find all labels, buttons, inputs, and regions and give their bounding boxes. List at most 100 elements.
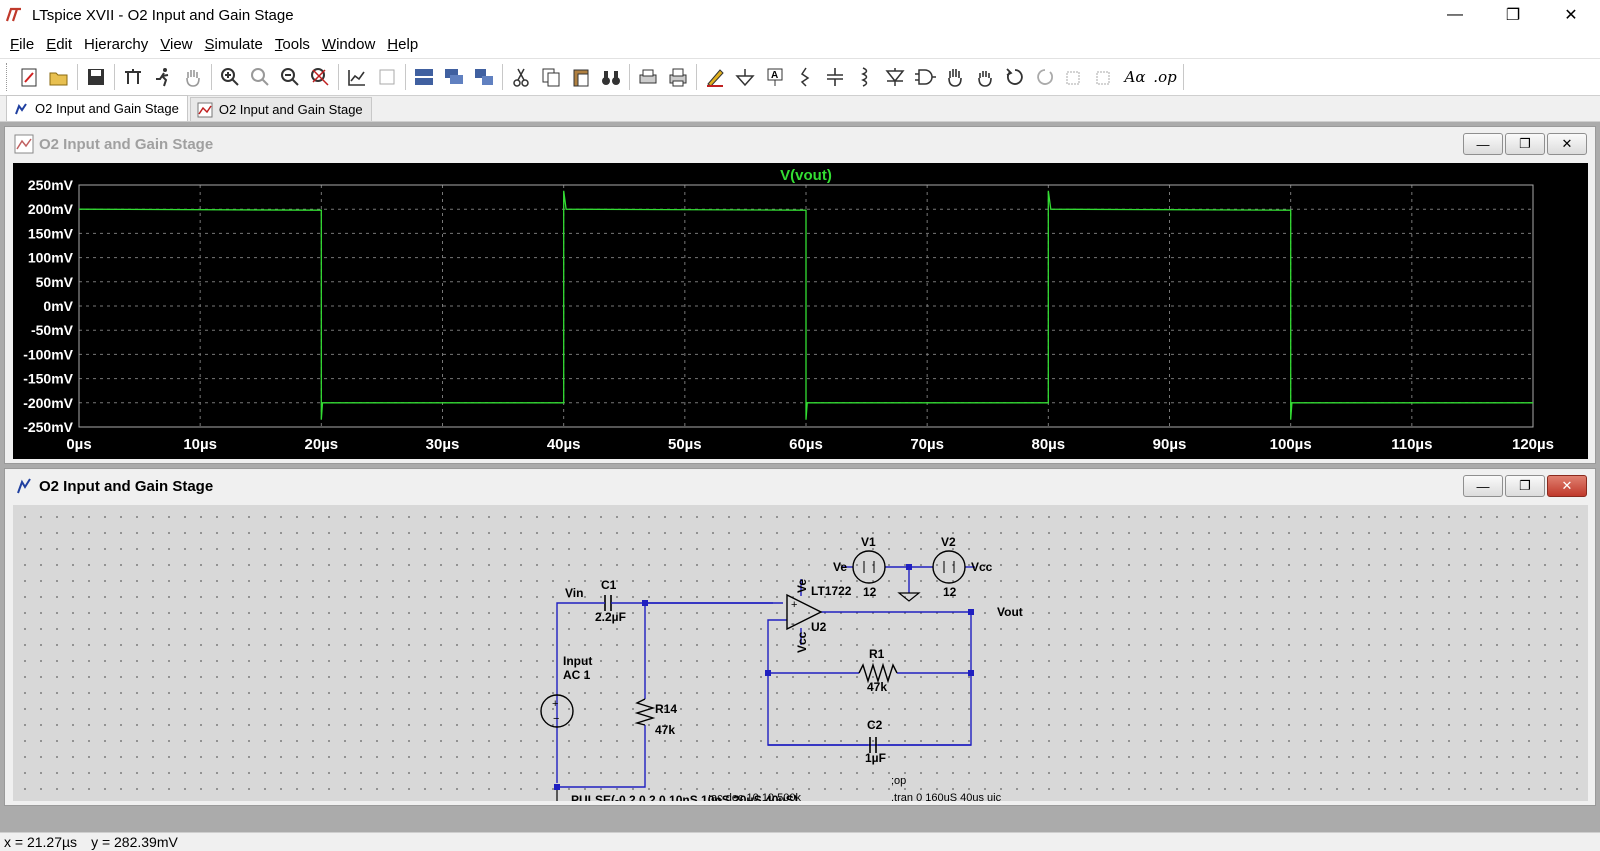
u2-part[interactable]: LT1722	[811, 584, 852, 598]
voltage-source-input[interactable]: + −	[540, 694, 574, 728]
capacitor-c1[interactable]	[603, 595, 615, 611]
move-hand-icon[interactable]	[941, 63, 969, 91]
minimize-button[interactable]: —	[1463, 133, 1503, 155]
x-tick-label[interactable]: 60µs	[789, 436, 823, 453]
y-tick-label[interactable]: 250mV	[28, 177, 74, 193]
rotate-icon[interactable]	[1061, 63, 1089, 91]
zoom-fit-icon[interactable]	[306, 63, 334, 91]
input-ac[interactable]: AC 1	[563, 668, 591, 682]
schematic-window-titlebar[interactable]: O2 Input and Gain Stage	[5, 469, 1595, 503]
opamp-u2[interactable]: + -	[786, 593, 823, 631]
y-tick-label[interactable]: -150mV	[23, 371, 73, 387]
menu-window[interactable]: Window	[321, 35, 376, 53]
ground-icon[interactable]	[731, 63, 759, 91]
u2-name[interactable]: U2	[811, 620, 827, 634]
y-tick-label[interactable]: 150mV	[28, 225, 74, 241]
save-icon[interactable]	[82, 63, 110, 91]
spice-directive-icon[interactable]: .op	[1153, 68, 1177, 86]
close-button[interactable]: ✕	[1547, 475, 1587, 497]
schematic-canvas[interactable]: + -	[13, 505, 1588, 812]
redo-icon[interactable]	[1031, 63, 1059, 91]
v2-name[interactable]: V2	[941, 535, 956, 549]
close-button[interactable]: ✕	[1564, 7, 1578, 24]
run-icon[interactable]	[149, 63, 177, 91]
x-tick-label[interactable]: 30µs	[426, 436, 460, 453]
c2-name[interactable]: C2	[867, 718, 883, 732]
x-tick-label[interactable]: 0µs	[66, 436, 91, 453]
resistor-icon[interactable]	[791, 63, 819, 91]
waveform-window-titlebar[interactable]: O2 Input and Gain Stage	[5, 127, 1595, 161]
print-icon[interactable]	[664, 63, 692, 91]
tile-horizontal-icon[interactable]	[410, 63, 438, 91]
c2-value[interactable]: 1µF	[865, 751, 886, 765]
x-tick-label[interactable]: 80µs	[1031, 436, 1065, 453]
schematic-drawing[interactable]: + -	[13, 505, 1588, 812]
diode-icon[interactable]	[881, 63, 909, 91]
v1-value[interactable]: 12	[863, 585, 877, 599]
y-tick-label[interactable]: 200mV	[28, 201, 74, 217]
x-tick-label[interactable]: 20µs	[304, 436, 338, 453]
y-tick-label[interactable]: 100mV	[28, 250, 74, 266]
control-panel-icon[interactable]	[119, 63, 147, 91]
net-label-vout[interactable]: Vout	[997, 605, 1023, 619]
trace-name[interactable]: V(vout)	[780, 167, 832, 184]
text-icon[interactable]: Aα	[1124, 68, 1146, 86]
v2-net[interactable]: Vcc	[971, 560, 993, 574]
toolbar-grip[interactable]	[6, 63, 10, 91]
restore-button[interactable]: ❐	[1505, 7, 1521, 24]
x-tick-label[interactable]: 120µs	[1512, 436, 1554, 453]
print-setup-icon[interactable]	[634, 63, 662, 91]
capacitor-icon[interactable]	[821, 63, 849, 91]
tab-waveform[interactable]: O2 Input and Gain Stage	[189, 97, 372, 121]
voltage-source-v1[interactable]	[852, 550, 886, 584]
y-tick-label[interactable]: -100mV	[23, 346, 73, 362]
tile-vertical-icon[interactable]	[470, 63, 498, 91]
y-tick-label[interactable]: 50mV	[36, 274, 74, 290]
tab-schematic[interactable]: O2 Input and Gain Stage	[6, 95, 188, 121]
x-tick-label[interactable]: 50µs	[668, 436, 702, 453]
r1-name[interactable]: R1	[869, 647, 885, 661]
waveform-plot[interactable]: 250mV 200mV 150mV 100mV 50mV 0mV -50mV -100mV -1…	[13, 163, 1588, 459]
net-label-vin[interactable]: Vin	[565, 586, 583, 600]
y-tick-label[interactable]: -50mV	[31, 322, 74, 338]
r1-value[interactable]: 47k	[867, 680, 887, 694]
label-net-icon[interactable]: A	[761, 63, 789, 91]
menu-tools[interactable]: Tools	[274, 35, 310, 53]
r14-value[interactable]: 47k	[655, 723, 675, 737]
find-binoculars-icon[interactable]	[597, 63, 625, 91]
directive-tran[interactable]: .tran 0 160uS 40us uic	[891, 792, 1002, 804]
close-button[interactable]: ✕	[1547, 133, 1587, 155]
resistor-r1[interactable]	[858, 662, 898, 684]
menu-edit[interactable]: Edit	[46, 35, 73, 53]
plot-settings-icon[interactable]	[373, 63, 401, 91]
inductor-icon[interactable]	[851, 63, 879, 91]
zoom-out-icon[interactable]	[276, 63, 304, 91]
directive-op[interactable]: ;op	[891, 775, 906, 787]
y-tick-label[interactable]: -250mV	[23, 419, 73, 435]
undo-icon[interactable]	[1001, 63, 1029, 91]
c1-name[interactable]: C1	[601, 578, 617, 592]
v2-value[interactable]: 12	[943, 585, 957, 599]
menu-simulate[interactable]: Simulate	[204, 35, 263, 53]
halt-hand-icon[interactable]	[179, 63, 207, 91]
v1-net[interactable]: Ve	[833, 560, 847, 574]
capacitor-c2[interactable]	[869, 737, 877, 753]
x-tick-label[interactable]: 10µs	[183, 436, 217, 453]
directive-ac[interactable]: ;ac dec 10 10 500k	[708, 792, 801, 804]
v1-name[interactable]: V1	[861, 535, 876, 549]
maximize-button[interactable]: ❐	[1505, 475, 1545, 497]
mirror-icon[interactable]	[1091, 63, 1119, 91]
x-tick-label[interactable]: 90µs	[1153, 436, 1187, 453]
input-name[interactable]: Input	[563, 654, 592, 668]
drag-hand-icon[interactable]	[971, 63, 999, 91]
paste-icon[interactable]	[567, 63, 595, 91]
menu-file[interactable]: File	[10, 35, 35, 53]
y-tick-label[interactable]: 0mV	[43, 298, 73, 314]
new-schematic-icon[interactable]	[15, 63, 43, 91]
x-tick-label[interactable]: 70µs	[910, 436, 944, 453]
y-tick-label[interactable]: -200mV	[23, 395, 73, 411]
draw-wire-icon[interactable]	[701, 63, 729, 91]
cut-icon[interactable]	[507, 63, 535, 91]
c1-value[interactable]: 2.2µF	[595, 610, 626, 624]
x-tick-label[interactable]: 110µs	[1391, 436, 1432, 453]
